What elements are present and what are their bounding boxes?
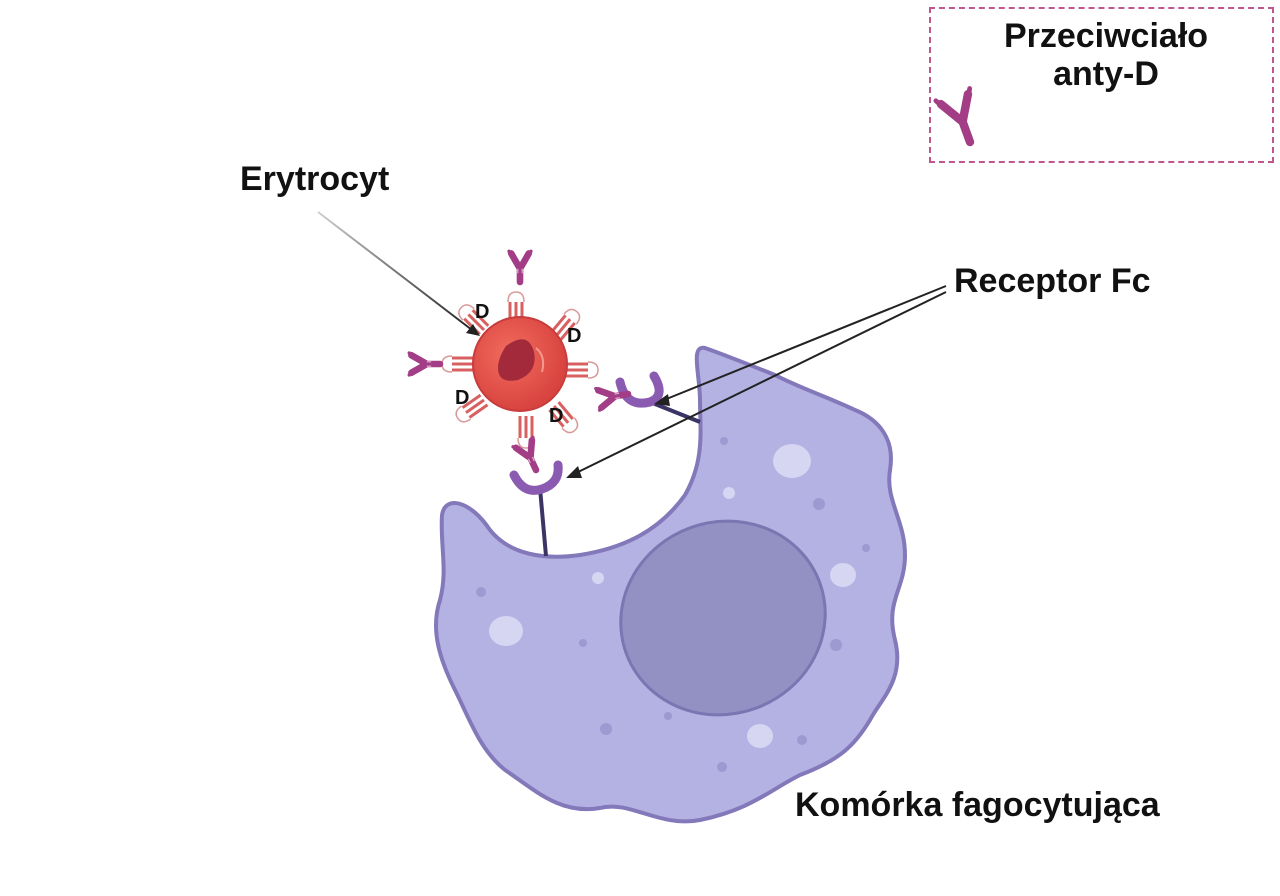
antibody-top (509, 251, 531, 282)
legend-box: Przeciwciało anty-D (929, 7, 1274, 163)
phagocyte-cell (433, 345, 908, 824)
antigen-label-d: D (549, 405, 563, 427)
erythrocyte-label: Erytrocyt (240, 160, 390, 198)
fc-receptor-arrow-upper (654, 285, 947, 406)
vesicles (489, 444, 856, 748)
fc-receptor-label: Receptor Fc (954, 262, 1151, 300)
fc-receptor-upper (615, 371, 701, 424)
antigen-label-d: D (567, 325, 581, 347)
antibody-left (409, 353, 440, 375)
nucleus (619, 519, 827, 717)
legend-title-line2: anty-D (1053, 55, 1159, 93)
legend-title-line1: Przeciwciało (1003, 17, 1209, 55)
fc-receptor-lower (509, 460, 563, 557)
erythrocyte (440, 290, 600, 450)
legend-title: Przeciwciało anty-D (971, 17, 1241, 93)
antigen-label-d: D (455, 387, 469, 409)
phagocyte-label: Komórka fagocytująca (795, 786, 1160, 824)
erythrocyte-arrow (317, 211, 480, 336)
antigen-label-d: D (475, 301, 489, 323)
fc-receptor-arrow-lower (566, 291, 947, 478)
